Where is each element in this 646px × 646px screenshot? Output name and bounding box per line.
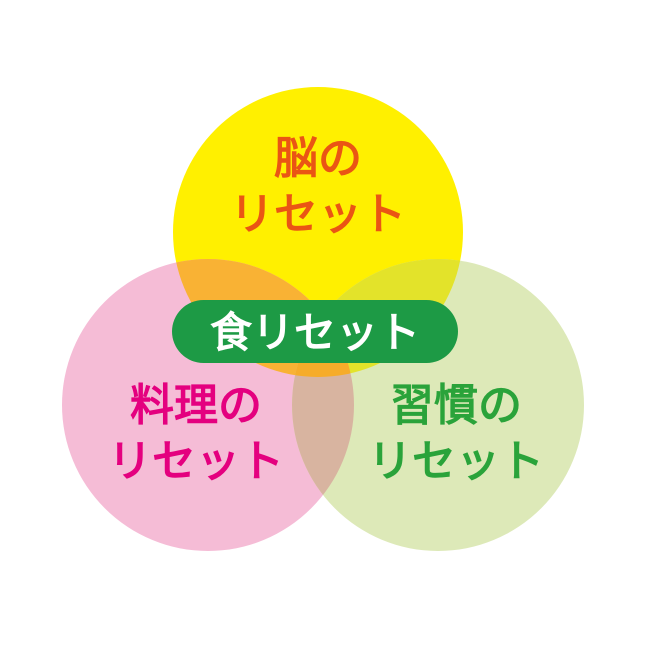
label-cooking-line1: 料理の — [130, 380, 262, 431]
label-habit-line1: 習慣の — [390, 380, 522, 431]
label-brain-line1: 脳の — [274, 133, 362, 184]
label-brain-line2: リセット — [230, 189, 406, 240]
center-pill-label: 食リセット — [210, 308, 420, 357]
label-habit-line2: リセット — [368, 436, 544, 487]
label-cooking-line2: リセット — [108, 436, 284, 487]
center-pill — [172, 300, 458, 363]
